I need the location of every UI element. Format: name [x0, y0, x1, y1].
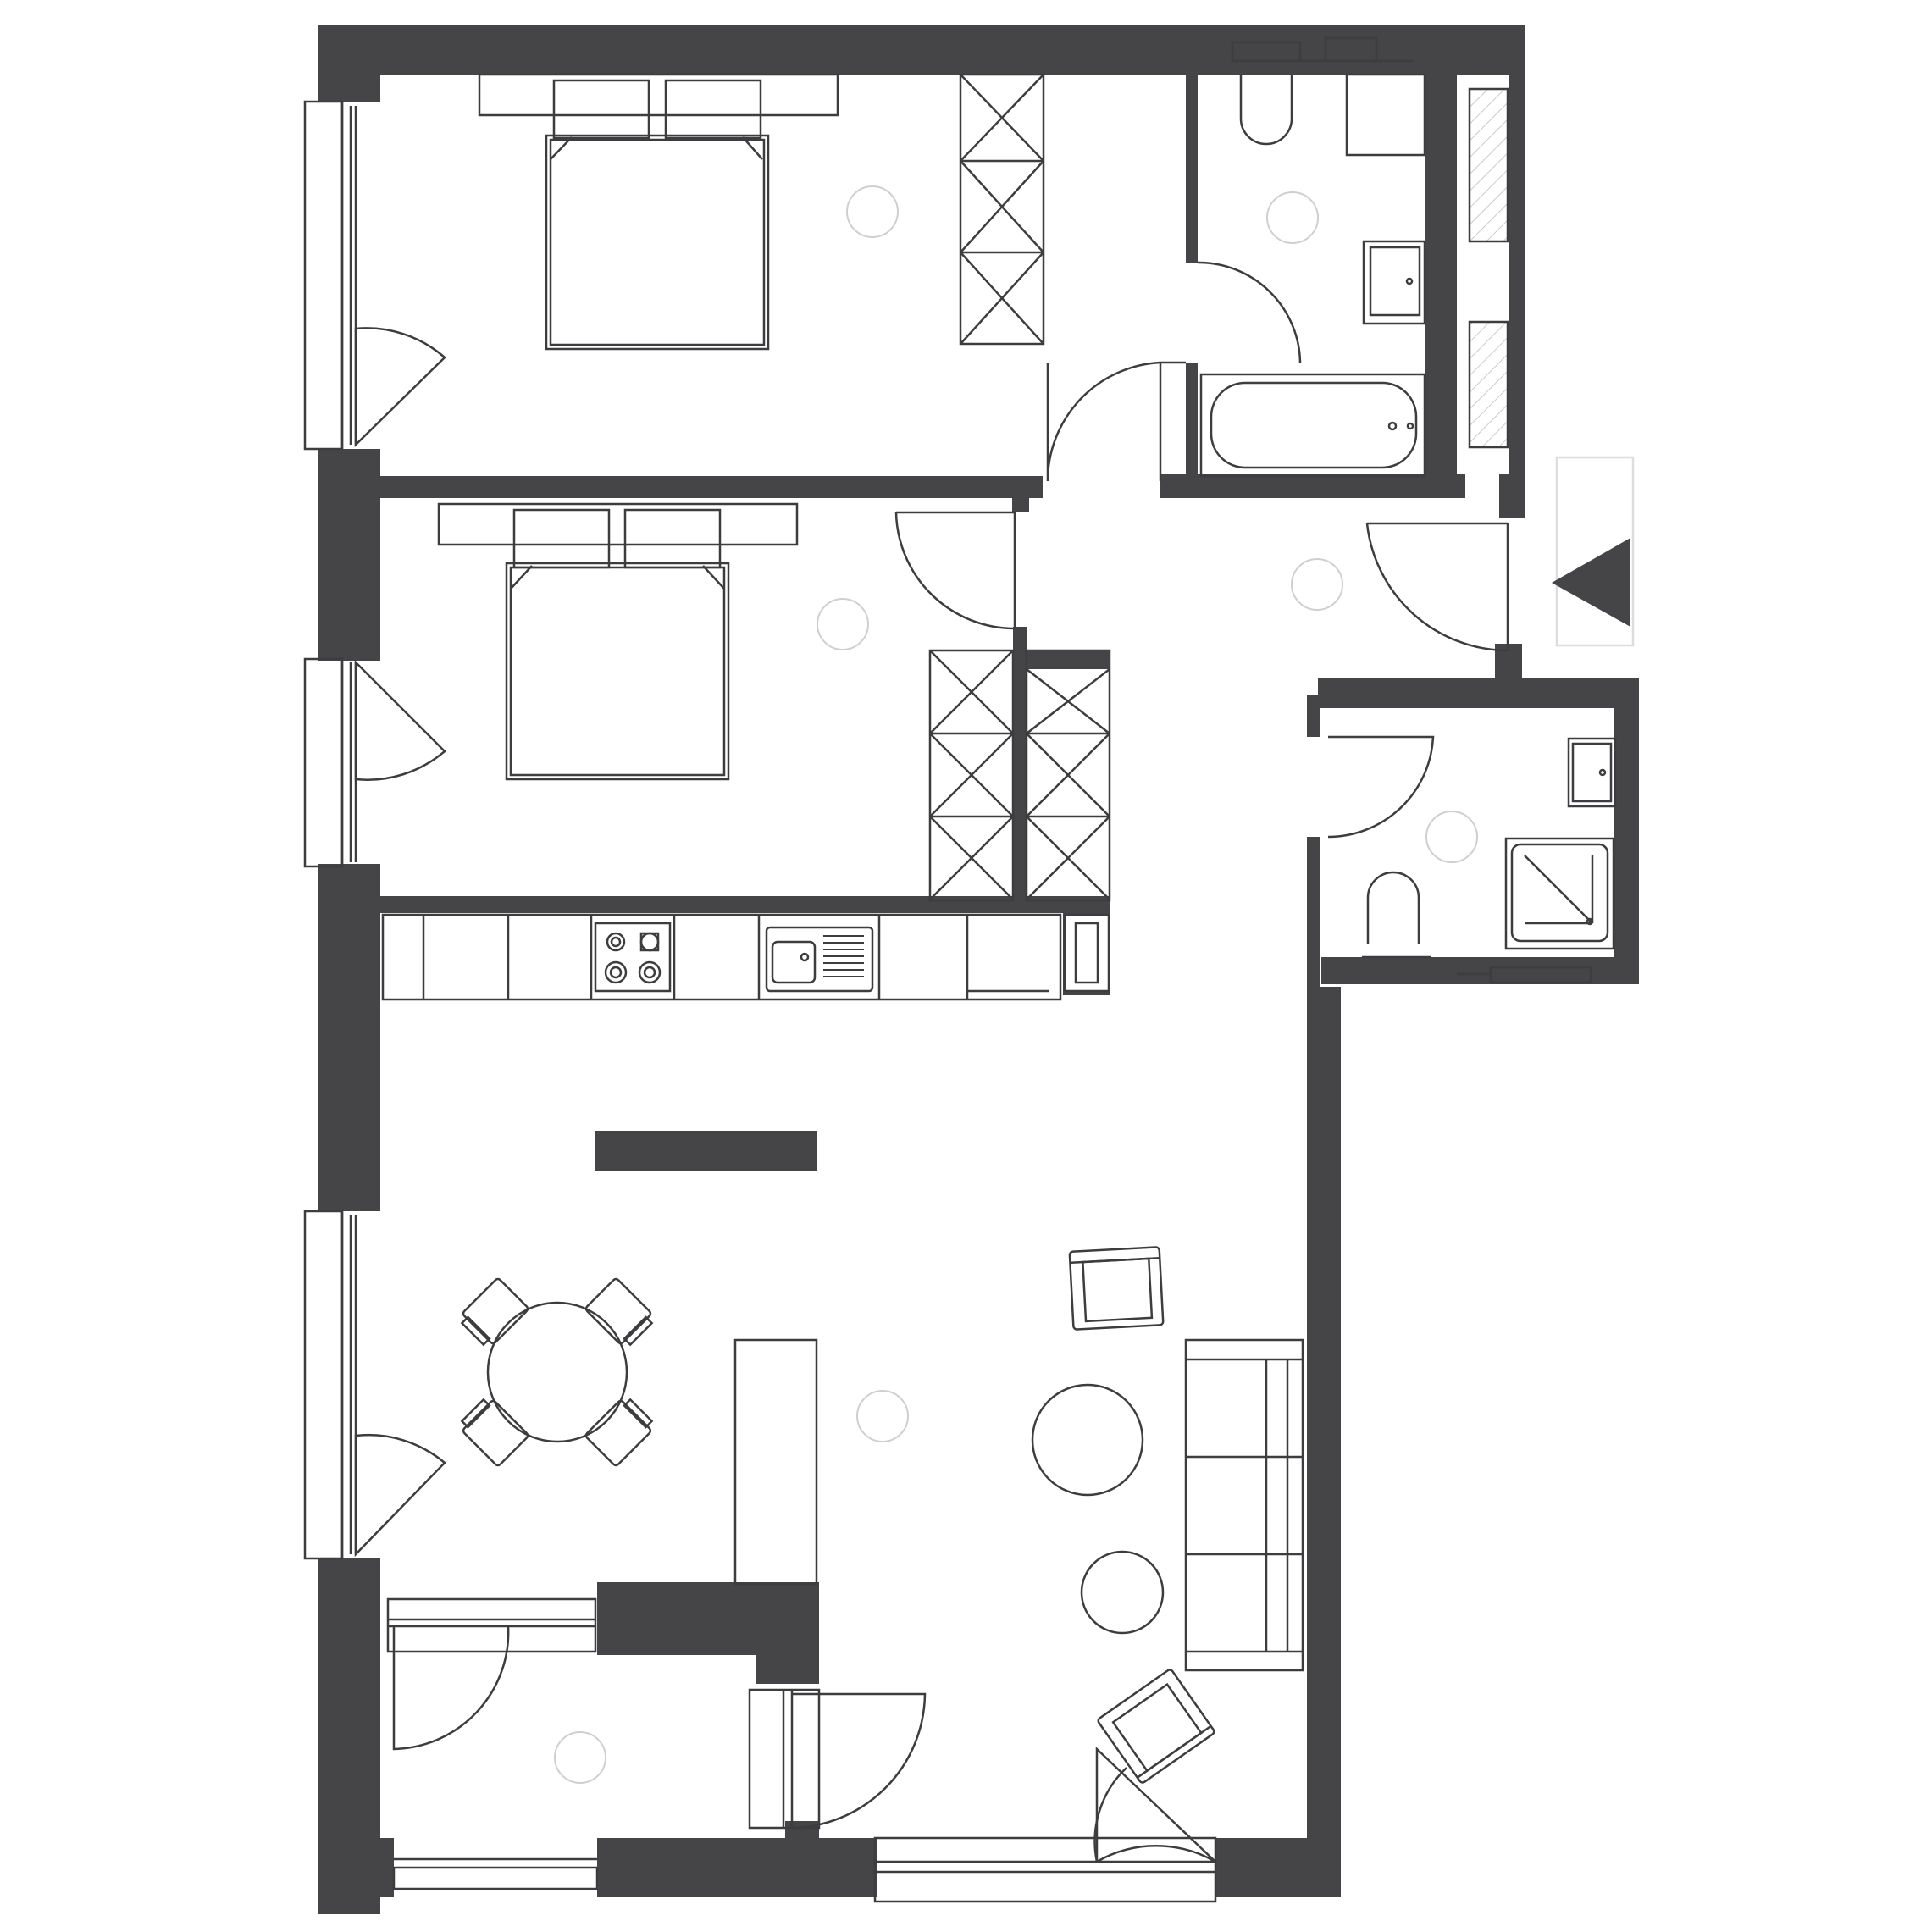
dining-table [460, 1277, 654, 1467]
storage-window [386, 1597, 597, 1653]
balcony-door-bottom-arc [1093, 1767, 1127, 1863]
wall-bedroom-partition-end [1012, 493, 1029, 512]
balcony-door-1 [354, 327, 446, 447]
wall-bedroom-partition [380, 476, 1043, 498]
bed-2 [437, 502, 799, 781]
toilet-2 [1366, 871, 1420, 944]
balcony-door-3 [354, 1434, 446, 1558]
bathroom-1-fixtures [1160, 36, 1426, 478]
window-left-3 [303, 1210, 357, 1560]
sink-2 [1567, 737, 1617, 808]
shaft-1 [1468, 87, 1509, 243]
cooktop [594, 922, 672, 993]
wall-bottom-mid [597, 1838, 877, 1897]
wall-bath2-left-upper [1307, 695, 1320, 737]
wall-bath2-bottom [1321, 957, 1639, 984]
kitchen-sink [765, 926, 874, 993]
wardrobe-2 [928, 649, 1015, 902]
dining-chair [460, 1277, 529, 1347]
wall-storage-right-lower [785, 1821, 819, 1897]
door-bedroom-1 [1046, 361, 1161, 482]
balcony-door-bottom [1095, 1747, 1216, 1863]
bed-1 [478, 73, 839, 351]
balcony-door-2 [354, 659, 446, 781]
coffee-table-large [1031, 1383, 1144, 1497]
tv-panel [595, 1131, 817, 1171]
wall-bath1-bottom [1160, 474, 1465, 498]
wall-left-1 [318, 449, 380, 661]
window-bottom-left [392, 1857, 599, 1890]
shower-tray-1 [1345, 73, 1426, 157]
entrance-marker-icon [1552, 538, 1630, 627]
wall-left-2 [318, 864, 380, 1211]
linework [303, 36, 1635, 1903]
door-entrance [1365, 522, 1509, 652]
bathtub [1199, 373, 1426, 478]
bathroom-2-fixtures [1327, 735, 1617, 984]
wall-top [318, 25, 1525, 75]
wall-bath1-left-upper [1186, 68, 1198, 263]
shower-2 [1504, 837, 1615, 950]
wall-bath1-inner-right [1425, 68, 1457, 491]
kitchen-island [733, 1338, 818, 1586]
wall-storage-right [756, 1582, 819, 1684]
window-left-2 [303, 657, 357, 868]
dining-chair [584, 1398, 654, 1467]
storage-door-frame [748, 1688, 821, 1830]
wall-bath2-left-lower [1307, 837, 1320, 989]
wall-living-right [1307, 987, 1341, 1897]
sink-1 [1362, 240, 1426, 325]
ceiling-lights [554, 185, 1478, 1784]
wall-closet-divider [1013, 627, 1027, 898]
wardrobe-3 [1025, 649, 1111, 902]
wall-left-top [318, 25, 380, 102]
wall-stub-top-right [1499, 474, 1525, 518]
coffee-table-small [1080, 1550, 1165, 1635]
entrance-frame [1555, 456, 1635, 647]
window-bottom-right [873, 1836, 1217, 1903]
wall-bath2-right [1614, 678, 1639, 984]
door-bedroom-2 [894, 511, 1016, 630]
toilet-1 [1239, 75, 1293, 146]
shaft-2 [1468, 320, 1509, 449]
armchair-2 [1097, 1669, 1215, 1784]
wall-kitchen-partition [380, 896, 1110, 913]
dining-chair [584, 1277, 654, 1347]
wardrobe-1 [959, 73, 1045, 346]
door-storage [392, 1625, 510, 1751]
window-left-1 [303, 100, 357, 451]
door-storage-2 [791, 1692, 927, 1830]
wall-bathroom-right [1509, 25, 1525, 517]
door-bathroom-1 [1197, 261, 1302, 363]
walls [318, 25, 1639, 1914]
wall-bottom-left [318, 1838, 394, 1897]
door-bathroom-2 [1327, 735, 1435, 839]
armchair-1 [1068, 1246, 1165, 1331]
kitchen-counter [381, 913, 1110, 1001]
wall-bath2-top [1318, 678, 1638, 708]
sofa [1184, 1338, 1304, 1672]
dining-chair [460, 1398, 529, 1467]
wall-bath1-left-lower [1186, 363, 1198, 498]
